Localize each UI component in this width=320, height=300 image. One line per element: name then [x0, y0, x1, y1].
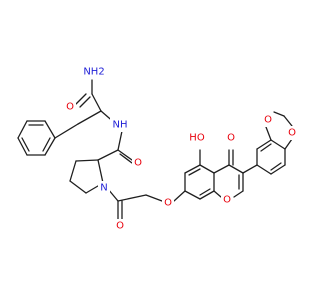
molecule-structure: NH2 O NH O N O O HO O O O O — [17, 65, 298, 233]
atom-hydroxy: HO — [189, 133, 205, 144]
atom-nh: NH — [113, 120, 128, 131]
chromone-benzo-ring — [173, 149, 215, 202]
structure-canvas: NH2 O NH O N O O HO O O O O — [17, 65, 298, 233]
phenylalanine-backbone — [54, 79, 117, 139]
chromone-pyranone-ring — [213, 149, 244, 198]
atom-o-pyranone: O — [223, 195, 231, 206]
prolinamide-link — [97, 130, 133, 164]
atom-o-ketone: O — [227, 133, 235, 144]
atom-o-acyl: O — [116, 221, 124, 232]
atom-labels: NH2 O NH O N O O HO O O O O — [64, 65, 298, 233]
atom-o-dioxane1: O — [264, 115, 272, 126]
atom-o-amide1: O — [66, 102, 74, 113]
benzodioxane-ring — [242, 111, 293, 175]
pyrrolidine-ring — [69, 159, 104, 194]
atom-o-amide2: O — [134, 158, 142, 169]
atom-o-ether: O — [164, 198, 172, 209]
phenyl-ring — [17, 120, 56, 156]
atom-n-proline: N — [100, 183, 107, 194]
atom-o-dioxane2: O — [288, 128, 296, 139]
atom-nh2: NH2 — [83, 67, 104, 78]
oxyacetyl-linker — [107, 188, 163, 220]
